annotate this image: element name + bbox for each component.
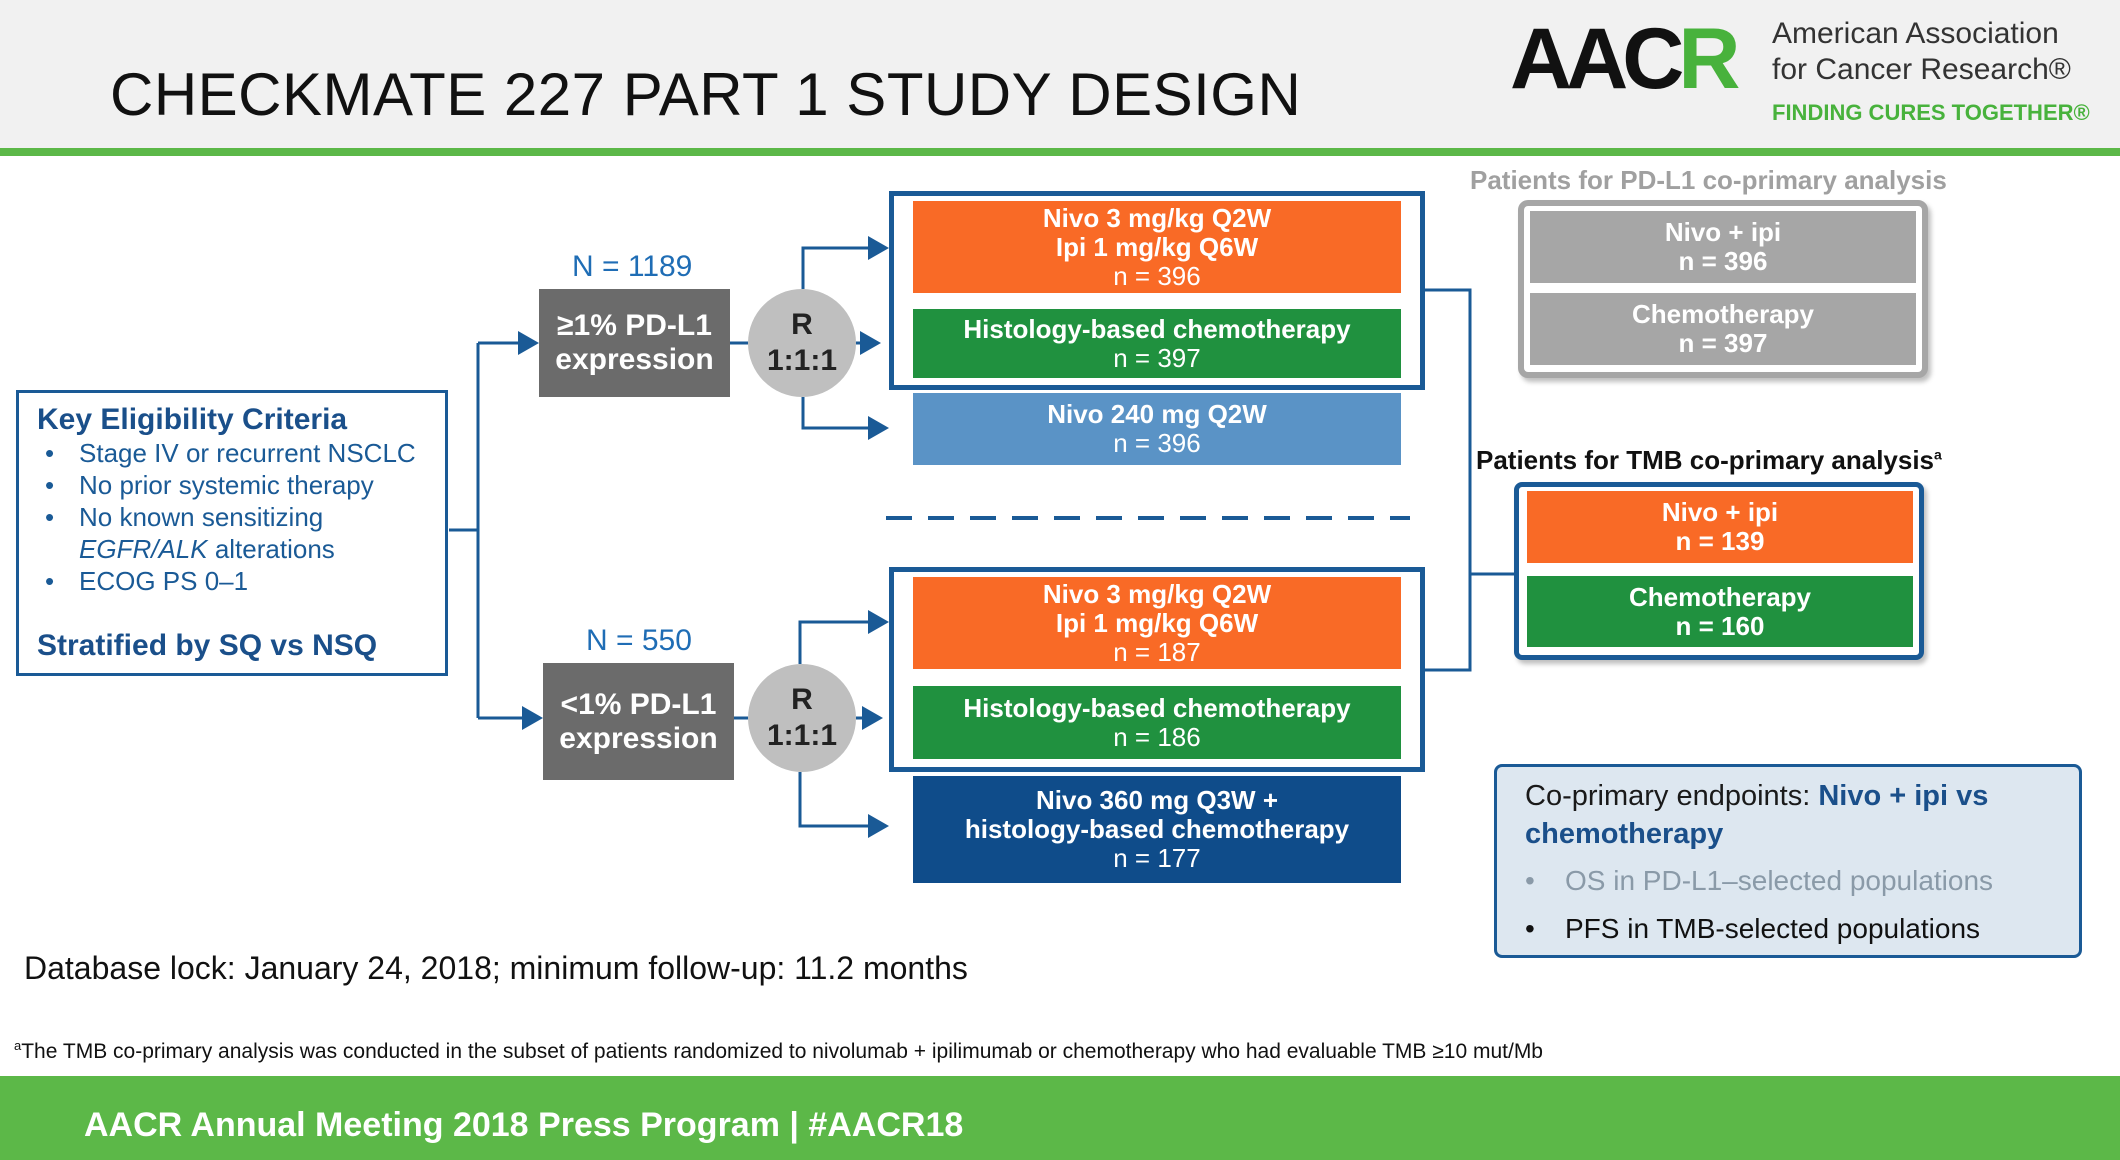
tmb-panel-label-text: Patients for TMB co-primary analysis [1476, 445, 1935, 475]
pdl1-chemo-box: Chemotherapy n = 397 [1530, 293, 1916, 365]
lower-pop-line2: expression [559, 721, 718, 755]
upper-n-count: N = 1189 [572, 250, 693, 283]
tmb-nivo-ipi-line1: Nivo + ipi [1661, 497, 1779, 527]
lower-arm-nivo-ipi-line1: Nivo 3 mg/kg Q2W [1042, 578, 1272, 609]
upper-pop-line2: expression [555, 343, 714, 376]
lower-rand-line1: R [791, 683, 813, 716]
upper-arm-chemo-line1: Histology-based chemotherapy [963, 313, 1351, 344]
aacr-logo: AACR [1510, 10, 1740, 109]
lower-arm-nivo-ipi-line2: Ipi 1 mg/kg Q6W [1055, 607, 1259, 638]
endpoints-title: Co-primary endpoints: Nivo + ipi vs chem… [1525, 777, 2065, 853]
tmb-panel-label: Patients for TMB co-primary analysisa [1476, 445, 1942, 476]
footnote: aThe TMB co-primary analysis was conduct… [14, 1038, 1543, 1064]
tmb-panel-label-sup: a [1934, 446, 1942, 463]
lower-population-box: <1% PD-L1 expression [543, 663, 734, 780]
lower-arm-chemo-line1: Histology-based chemotherapy [963, 692, 1351, 723]
lower-arm-chemo: Histology-based chemotherapy n = 186 [913, 686, 1401, 759]
upper-randomization-circle: R 1:1:1 [748, 289, 856, 397]
tmb-chemo-line1: Chemotherapy [1628, 581, 1812, 612]
endpoint-item: •OS in PD-L1–selected populations [1525, 865, 1994, 896]
pdl1-nivo-ipi-box: Nivo + ipi n = 396 [1530, 211, 1916, 283]
header-divider [0, 148, 2120, 156]
lower-arm-nivo-chemo-line1: Nivo 360 mg Q3W + [1035, 785, 1279, 815]
pdl1-panel-label: Patients for PD-L1 co-primary analysis [1470, 165, 1947, 195]
pdl1-chemo-n: n = 397 [1678, 328, 1768, 358]
upper-arm-nivo-mono-n: n = 396 [1113, 428, 1201, 458]
lower-nivo-ipi-chemo-frame [889, 567, 1425, 772]
lower-n-count: N = 550 [586, 624, 692, 657]
pdl1-chemo-line1: Chemotherapy [1631, 299, 1815, 329]
upper-population-box: ≥1% PD-L1 expression [539, 289, 730, 397]
upper-arrow-bottom [801, 397, 889, 440]
org-name-line2: for Cancer Research® [1772, 53, 2071, 86]
upper-arm-nivo-ipi-line1: Nivo 3 mg/kg Q2W [1042, 202, 1272, 233]
lower-arm-nivo-chemo-line2: histology-based chemotherapy [964, 814, 1350, 844]
logo-mark-r: R [1678, 11, 1740, 107]
upper-rand-line1: R [791, 308, 813, 341]
eligibility-title: Key Eligibility Criteria [37, 403, 348, 436]
tmb-nivo-ipi-n: n = 139 [1675, 526, 1765, 556]
endpoints-title-plain: Co-primary endpoints: [1525, 780, 1819, 812]
lower-arrow-top [798, 610, 889, 664]
pdl1-nivo-ipi-n: n = 396 [1678, 246, 1768, 276]
upper-arrow-top [801, 236, 889, 289]
lower-arm-chemo-n: n = 186 [1113, 721, 1201, 752]
upper-arm-nivo-mono-line1: Nivo 240 mg Q2W [1047, 399, 1267, 429]
footnote-sup: a [14, 1038, 22, 1053]
database-lock-text: Database lock: January 24, 2018; minimum… [24, 950, 968, 986]
upper-arm-nivo-ipi-n: n = 396 [1113, 260, 1201, 291]
eligibility-item: ECOG PS 0–1 [45, 565, 416, 597]
lower-arm-nivo-ipi-n: n = 187 [1113, 636, 1201, 667]
tmb-chemo-box: Chemotherapy n = 160 [1527, 576, 1913, 647]
org-name: American Association for Cancer Research… [1772, 16, 2071, 88]
stratified-text: Stratified by SQ vs NSQ [37, 629, 378, 662]
tmb-chemo-n: n = 160 [1675, 610, 1765, 641]
upper-arm-chemo: Histology-based chemotherapy n = 397 [913, 309, 1401, 378]
endpoint-item-text: PFS in TMB-selected populations [1565, 913, 1981, 944]
tmb-nivo-ipi-box: Nivo + ipi n = 139 [1527, 491, 1913, 563]
upper-arm-nivo-ipi-line2: Ipi 1 mg/kg Q6W [1055, 231, 1259, 262]
logo-mark-a: AAC [1510, 11, 1684, 107]
eligibility-list: Stage IV or recurrent NSCLC No prior sys… [45, 437, 416, 597]
eligibility-item-italic: EGFR/ALK [79, 534, 208, 564]
bracket-connector [1422, 288, 1472, 672]
endpoint-item-text: OS in PD-L1–selected populations [1565, 865, 1994, 896]
footer-band [0, 1076, 2120, 1160]
lower-arm-nivo-chemo-n: n = 177 [1113, 843, 1201, 873]
upper-arm-nivo-ipi: Nivo 3 mg/kg Q2W Ipi 1 mg/kg Q6W n = 396 [913, 201, 1401, 293]
pdl1-nivo-ipi-line1: Nivo + ipi [1664, 217, 1782, 247]
lower-pop-line1: <1% PD-L1 [560, 687, 717, 721]
eligibility-item: Stage IV or recurrent NSCLC [45, 437, 416, 469]
upper-pop-line1: ≥1% PD-L1 [557, 309, 712, 342]
upper-rand-line2: 1:1:1 [766, 344, 838, 377]
upper-arm-chemo-n: n = 397 [1113, 342, 1201, 373]
eligibility-box: Key Eligibility Criteria Stage IV or rec… [16, 390, 448, 676]
footer-text: AACR Annual Meeting 2018 Press Program |… [84, 1106, 964, 1144]
eligibility-item: No prior systemic therapy [45, 469, 416, 501]
endpoint-item: •PFS in TMB-selected populations [1525, 913, 1981, 944]
lower-rand-line2: 1:1:1 [766, 719, 838, 752]
endpoints-title-highlight: Nivo + ipi vs chemotherapy [1525, 780, 1989, 850]
lower-randomization-circle: R 1:1:1 [748, 664, 856, 772]
lower-arm-nivo-ipi: Nivo 3 mg/kg Q2W Ipi 1 mg/kg Q6W n = 187 [913, 577, 1401, 669]
lower-arrow-bottom [798, 772, 889, 838]
page-title: CHECKMATE 227 PART 1 STUDY DESIGN [110, 61, 1302, 128]
eligibility-item-text: No known sensitizing [79, 502, 324, 532]
org-name-line1: American Association [1772, 17, 2059, 50]
eligibility-item-text-rest: alterations [207, 534, 335, 564]
org-tagline: FINDING CURES TOGETHER® [1772, 100, 2090, 125]
upper-arm-nivo-mono: Nivo 240 mg Q2W n = 396 [913, 393, 1401, 465]
header-band [0, 0, 2120, 148]
footnote-text: The TMB co-primary analysis was conducte… [21, 1040, 1543, 1063]
endpoints-box: Co-primary endpoints: Nivo + ipi vs chem… [1494, 764, 2082, 958]
upper-nivo-ipi-chemo-frame [889, 191, 1425, 390]
lower-arm-nivo-chemo: Nivo 360 mg Q3W + histology-based chemot… [913, 776, 1401, 883]
